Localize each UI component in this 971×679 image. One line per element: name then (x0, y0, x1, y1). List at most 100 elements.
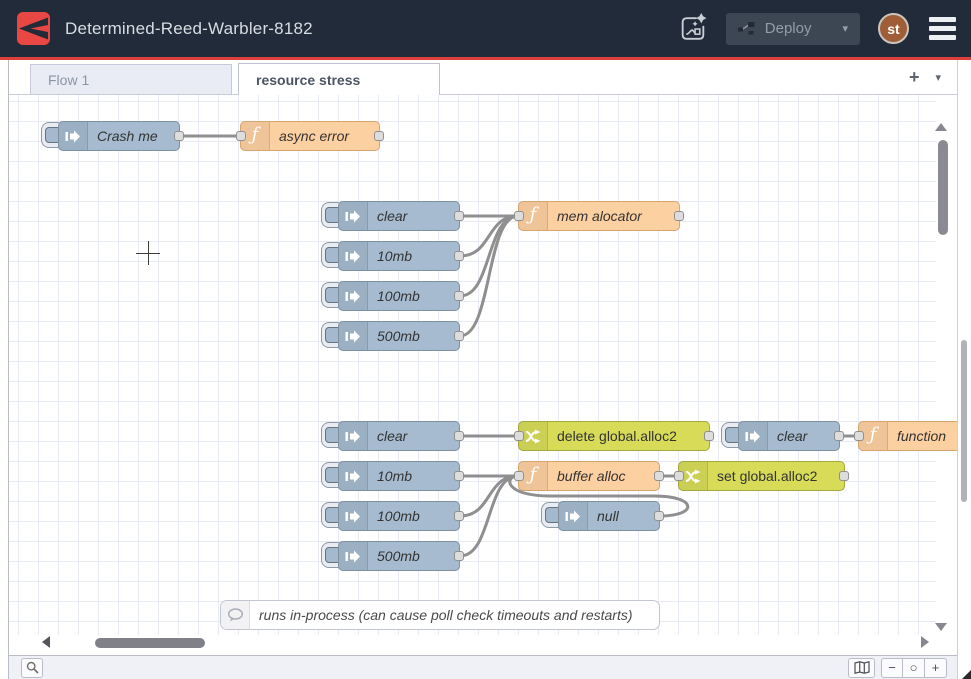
inject-node-null[interactable]: null (558, 501, 660, 531)
function-icon: ƒ (530, 206, 537, 226)
output-port[interactable] (454, 431, 464, 441)
inject-arrow-icon (345, 429, 361, 444)
ai-assistant-icon[interactable] (678, 13, 708, 45)
deploy-icon (738, 21, 756, 36)
node-label: function (888, 422, 957, 450)
node-label: mem alocator (548, 202, 679, 230)
speech-bubble-icon (227, 608, 244, 623)
node-label: Crash me (88, 122, 179, 150)
zoom-controls: − ○ + (881, 658, 947, 678)
node-icon-box (339, 322, 368, 350)
node-icon-box (339, 542, 368, 570)
node-label: buffer alloc (548, 462, 659, 490)
scroll-down-arrow[interactable] (935, 623, 947, 631)
zoom-out-button[interactable]: − (881, 658, 903, 678)
zoom-in-button[interactable]: + (925, 658, 947, 678)
wire-layer (9, 95, 957, 655)
inject-node-500mb-a[interactable]: 500mb (338, 321, 460, 351)
output-port[interactable] (174, 131, 184, 141)
node-label: 10mb (368, 242, 459, 270)
main-menu-icon[interactable] (927, 15, 958, 42)
function-node-mem[interactable]: ƒ mem alocator (518, 201, 680, 231)
inject-node-clear-c[interactable]: clear (738, 421, 840, 451)
scroll-right-arrow[interactable] (921, 636, 929, 648)
logo-glyph (17, 12, 50, 45)
inject-node-clear-a[interactable]: clear (338, 201, 460, 231)
output-port[interactable] (454, 251, 464, 261)
window-resize-corner (962, 670, 971, 679)
function-node-func[interactable]: ƒ function (858, 421, 957, 451)
inject-arrow-icon (345, 209, 361, 224)
node-label: runs in-process (can cause poll check ti… (250, 601, 659, 629)
node-label: 500mb (368, 542, 459, 570)
flow-canvas[interactable]: Crash meƒasync errorclear10mb100mb500mbƒ… (9, 95, 957, 655)
node-icon-box (339, 422, 368, 450)
output-port[interactable] (674, 211, 684, 221)
output-port[interactable] (654, 471, 664, 481)
input-port[interactable] (236, 131, 246, 141)
node-label: clear (768, 422, 839, 450)
change-node-delete[interactable]: delete global.alloc2 (518, 421, 710, 451)
output-port[interactable] (454, 471, 464, 481)
deploy-label: Deploy (765, 20, 812, 37)
function-node-async[interactable]: ƒasync error (240, 121, 380, 151)
input-port[interactable] (514, 431, 524, 441)
output-port[interactable] (839, 471, 849, 481)
node-icon-box (339, 242, 368, 270)
node-label: clear (368, 422, 459, 450)
input-port[interactable] (514, 211, 524, 221)
wire-10mb-a-to-mem[interactable] (460, 216, 518, 256)
node-icon-box (339, 202, 368, 230)
inject-node-500mb-b[interactable]: 500mb (338, 541, 460, 571)
flow-list-caret[interactable]: ▾ (935, 71, 941, 84)
output-port[interactable] (374, 131, 384, 141)
output-port[interactable] (454, 551, 464, 561)
node-icon-box (339, 282, 368, 310)
inject-node-100mb-b[interactable]: 100mb (338, 501, 460, 531)
tab-flow-1[interactable]: Flow 1 (30, 64, 232, 94)
node-icon-box (221, 601, 250, 629)
tab-resource-stress[interactable]: resource stress (238, 63, 440, 95)
user-avatar[interactable]: st (878, 13, 909, 44)
page-scrollbar-thumb[interactable] (961, 340, 967, 502)
function-node-buffer[interactable]: ƒ buffer alloc (518, 461, 660, 491)
scroll-up-arrow[interactable] (935, 123, 947, 131)
navigator-toggle-button[interactable] (848, 658, 875, 678)
scroll-left-arrow[interactable] (42, 636, 50, 648)
flow-tabbar: Flow 1 resource stress + ▾ (9, 60, 957, 95)
add-flow-button[interactable]: + (909, 68, 920, 86)
output-port[interactable] (654, 511, 664, 521)
horizontal-scrollbar-thumb[interactable] (95, 638, 205, 648)
inject-arrow-icon (345, 509, 361, 524)
function-icon: ƒ (530, 466, 537, 486)
output-port[interactable] (454, 291, 464, 301)
shuffle-icon (685, 469, 701, 484)
comment-node-comment[interactable]: runs in-process (can cause poll check ti… (220, 600, 660, 630)
vertical-scrollbar-thumb[interactable] (938, 140, 948, 235)
inject-arrow-icon (745, 429, 761, 444)
zoom-reset-button[interactable]: ○ (903, 658, 925, 678)
input-port[interactable] (674, 471, 684, 481)
inject-node-10mb-a[interactable]: 10mb (338, 241, 460, 271)
search-button[interactable] (21, 658, 43, 678)
node-label: set global.alloc2 (708, 462, 844, 490)
change-node-set[interactable]: set global.alloc2 (678, 461, 845, 491)
output-port[interactable] (834, 431, 844, 441)
input-port[interactable] (854, 431, 864, 441)
inject-node-clear-b[interactable]: clear (338, 421, 460, 451)
deploy-button[interactable]: Deploy ▾ (726, 13, 860, 45)
inject-node-100mb-a[interactable]: 100mb (338, 281, 460, 311)
deploy-options-caret[interactable]: ▾ (830, 22, 848, 35)
function-icon: ƒ (870, 426, 877, 446)
inject-node-10mb-b[interactable]: 10mb (338, 461, 460, 491)
output-port[interactable] (454, 511, 464, 521)
input-port[interactable] (514, 471, 524, 481)
node-icon-box (559, 502, 588, 530)
node-label: async error (270, 122, 379, 150)
output-port[interactable] (454, 211, 464, 221)
inject-node-crash[interactable]: Crash me (58, 121, 180, 151)
output-port[interactable] (454, 331, 464, 341)
output-port[interactable] (704, 431, 714, 441)
flowfuse-logo[interactable] (17, 12, 50, 45)
